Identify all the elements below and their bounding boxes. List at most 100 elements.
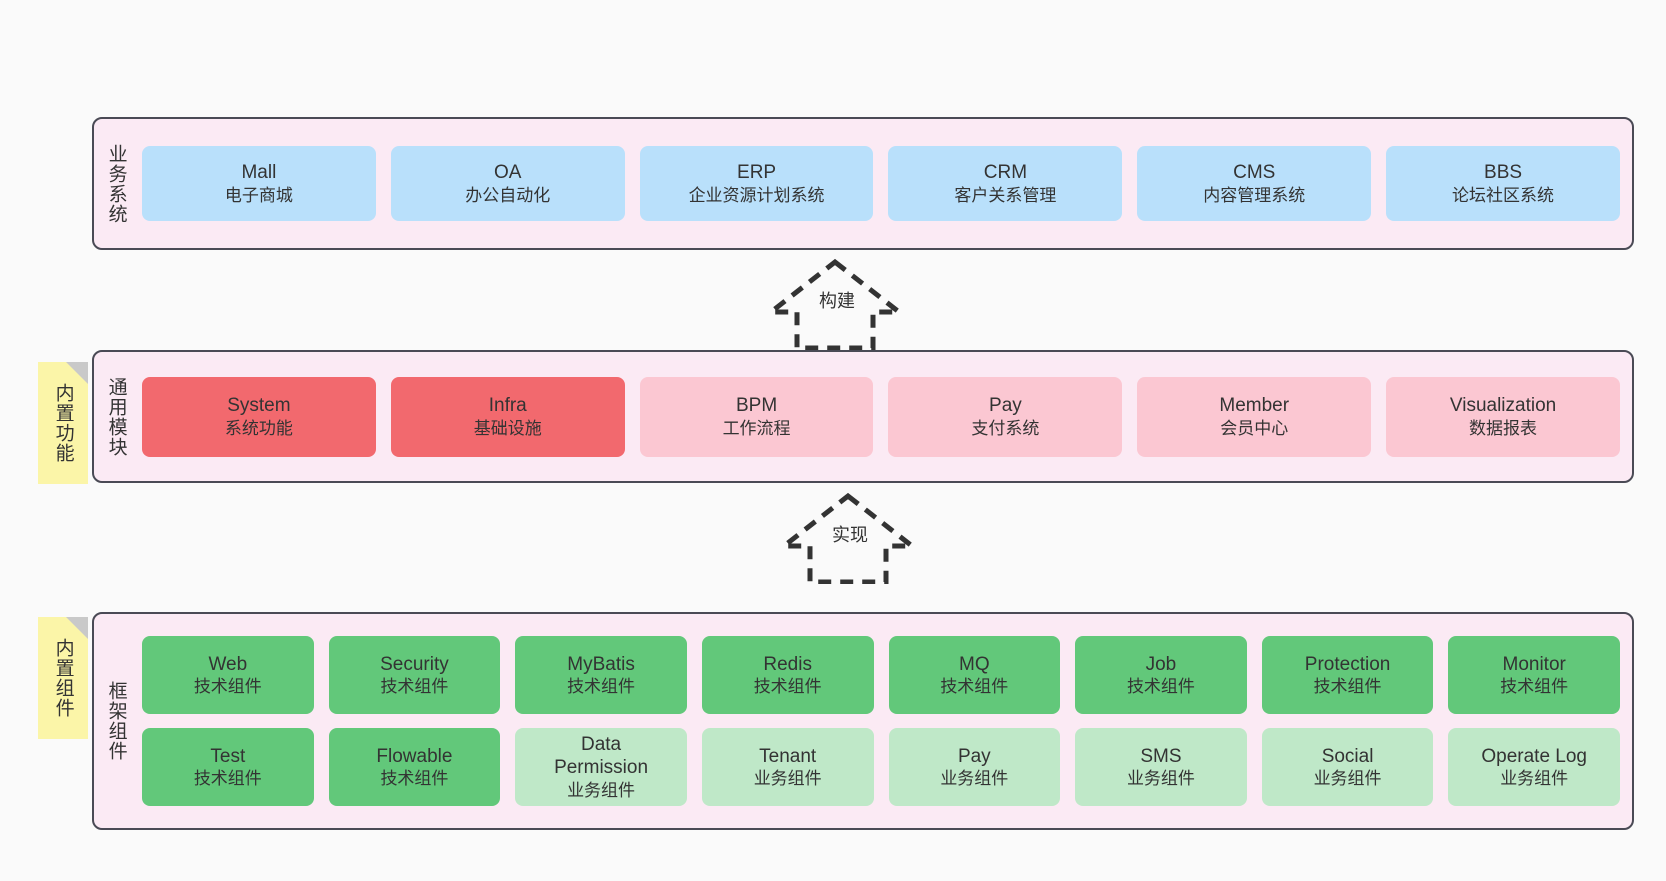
node-subtitle: 技术组件 <box>380 677 449 697</box>
node-title: SMS <box>1140 745 1182 767</box>
node-title: BBS <box>1484 162 1523 184</box>
node-subtitle: 技术组件 <box>193 677 262 697</box>
node-cms[interactable]: CMS 内容管理系统 <box>1137 146 1372 221</box>
note-label: 内置组件 <box>52 638 74 718</box>
node-crm[interactable]: CRM 客户关系管理 <box>888 146 1123 221</box>
node-tenant[interactable]: Tenant 业务组件 <box>701 728 874 806</box>
note-label: 内置功能 <box>52 383 74 463</box>
node-oa[interactable]: OA 办公自动化 <box>390 146 625 221</box>
node-title: Security <box>380 653 449 675</box>
note-builtin-components[interactable]: 内置组件 <box>38 617 88 739</box>
node-pay-module[interactable]: Pay 支付系统 <box>888 376 1123 457</box>
node-title: MQ <box>959 653 990 675</box>
node-sms[interactable]: SMS 业务组件 <box>1075 728 1247 806</box>
layer-caption-business-systems: 业务系统 <box>105 143 127 224</box>
layer-framework-components[interactable]: 框架组件 Web 技术组件 Security 技术组件 MyBatis 技术组件… <box>92 612 1634 830</box>
node-visualization[interactable]: Visualization 数据报表 <box>1386 376 1620 457</box>
node-job[interactable]: Job 技术组件 <box>1075 636 1247 714</box>
node-subtitle: 业务组件 <box>1126 769 1195 789</box>
node-subtitle: 技术组件 <box>567 677 636 697</box>
layer-body-common-modules: System 系统功能 Infra 基础设施 BPM 工作流程 Pay 支付系统… <box>138 352 1632 481</box>
node-title: Flowable <box>376 745 453 767</box>
node-title: OA <box>494 162 522 184</box>
layer-body-business-systems: Mall 电子商城 OA 办公自动化 ERP 企业资源计划系统 CRM 客户关系… <box>138 119 1632 248</box>
node-subtitle: 业务组件 <box>753 769 822 789</box>
layer-common-modules[interactable]: 通用模块 System 系统功能 Infra 基础设施 BPM 工作流程 Pay… <box>92 350 1634 483</box>
node-pay-component[interactable]: Pay 业务组件 <box>888 728 1061 806</box>
node-title: Test <box>210 745 246 767</box>
layer-caption-framework-components: 框架组件 <box>105 681 127 761</box>
node-title: BPM <box>735 395 778 417</box>
node-title: Mall <box>241 162 277 184</box>
node-subtitle: 企业资源计划系统 <box>688 185 825 205</box>
node-title: Job <box>1145 653 1177 675</box>
node-title: Tenant <box>759 745 817 767</box>
node-erp[interactable]: ERP 企业资源计划系统 <box>639 146 874 221</box>
node-social[interactable]: Social 业务组件 <box>1261 728 1434 806</box>
node-title: Redis <box>763 653 812 675</box>
node-flowable[interactable]: Flowable 技术组件 <box>328 728 501 806</box>
node-subtitle: 业务组件 <box>1500 769 1569 789</box>
node-bbs[interactable]: BBS 论坛社区系统 <box>1386 146 1620 221</box>
connector-implement-label: 实现 <box>829 525 871 546</box>
node-infra[interactable]: Infra 基础设施 <box>390 376 625 457</box>
node-title: Social <box>1321 745 1374 767</box>
node-title: Pay <box>989 395 1022 417</box>
node-operate-log[interactable]: Operate Log 业务组件 <box>1448 728 1620 806</box>
node-subtitle: 技术组件 <box>753 677 822 697</box>
node-subtitle: 技术组件 <box>193 769 262 789</box>
node-subtitle: 系统功能 <box>224 418 293 438</box>
note-fold-corner-icon <box>66 617 88 639</box>
node-subtitle: 数据报表 <box>1469 418 1538 438</box>
node-subtitle: 技术组件 <box>940 677 1009 697</box>
node-bpm[interactable]: BPM 工作流程 <box>639 376 874 457</box>
node-redis[interactable]: Redis 技术组件 <box>701 636 874 714</box>
node-mq[interactable]: MQ 技术组件 <box>888 636 1061 714</box>
node-row: Test 技术组件 Flowable 技术组件 Data Permission … <box>142 728 1620 806</box>
node-title: System <box>227 395 291 417</box>
node-row: System 系统功能 Infra 基础设施 BPM 工作流程 Pay 支付系统… <box>142 376 1620 457</box>
node-subtitle: 技术组件 <box>1313 677 1382 697</box>
layer-caption-common-modules: 通用模块 <box>105 376 127 457</box>
node-subtitle: 技术组件 <box>1126 677 1195 697</box>
note-fold-corner-icon <box>66 362 88 384</box>
node-subtitle: 电子商城 <box>224 185 293 205</box>
node-security[interactable]: Security 技术组件 <box>328 636 501 714</box>
node-title: CMS <box>1233 162 1276 184</box>
node-subtitle: 工作流程 <box>722 418 791 438</box>
node-subtitle: 技术组件 <box>1500 677 1569 697</box>
node-row: Mall 电子商城 OA 办公自动化 ERP 企业资源计划系统 CRM 客户关系… <box>142 146 1620 221</box>
connector-build-label: 构建 <box>816 291 858 312</box>
node-mall[interactable]: Mall 电子商城 <box>142 146 376 221</box>
node-title: MyBatis <box>567 653 635 675</box>
layer-body-framework-components: Web 技术组件 Security 技术组件 MyBatis 技术组件 Redi… <box>138 614 1632 828</box>
node-data-permission[interactable]: Data Permission 业务组件 <box>515 728 687 806</box>
node-title: Data Permission <box>554 733 649 779</box>
node-subtitle: 业务组件 <box>940 769 1009 789</box>
node-member[interactable]: Member 会员中心 <box>1137 376 1372 457</box>
node-title: Web <box>208 653 248 675</box>
node-title: Member <box>1219 395 1290 417</box>
layer-business-systems[interactable]: 业务系统 Mall 电子商城 OA 办公自动化 ERP 企业资源计划系统 CRM… <box>92 117 1634 250</box>
node-subtitle: 支付系统 <box>971 418 1040 438</box>
node-subtitle: 客户关系管理 <box>954 185 1057 205</box>
node-title: Pay <box>957 745 991 767</box>
node-title: ERP <box>737 162 777 184</box>
node-title: Monitor <box>1502 653 1566 675</box>
node-subtitle: 技术组件 <box>380 769 449 789</box>
node-mybatis[interactable]: MyBatis 技术组件 <box>515 636 687 714</box>
note-builtin-features[interactable]: 内置功能 <box>38 362 88 484</box>
node-monitor[interactable]: Monitor 技术组件 <box>1448 636 1620 714</box>
node-web[interactable]: Web 技术组件 <box>142 636 314 714</box>
node-system[interactable]: System 系统功能 <box>142 376 376 457</box>
node-subtitle: 办公自动化 <box>465 185 551 205</box>
node-subtitle: 业务组件 <box>1313 769 1382 789</box>
node-test[interactable]: Test 技术组件 <box>142 728 314 806</box>
node-subtitle: 内容管理系统 <box>1203 185 1306 205</box>
node-title: Operate Log <box>1481 745 1587 767</box>
node-row: Web 技术组件 Security 技术组件 MyBatis 技术组件 Redi… <box>142 636 1620 714</box>
node-protection[interactable]: Protection 技术组件 <box>1261 636 1434 714</box>
node-subtitle: 业务组件 <box>567 781 636 800</box>
node-subtitle: 基础设施 <box>473 418 542 438</box>
